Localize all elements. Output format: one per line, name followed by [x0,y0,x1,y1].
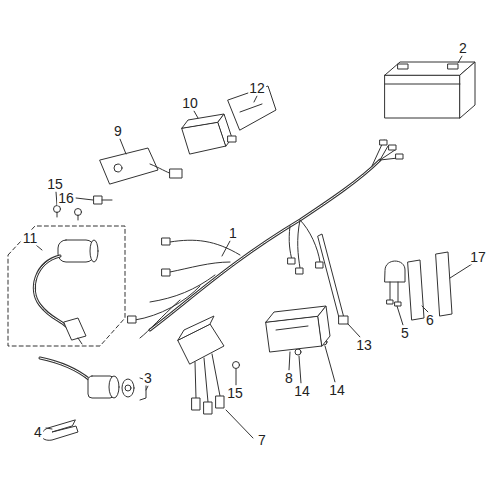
callout-number: 11 [22,231,39,246]
callout-number: 17 [469,250,487,265]
callout-number: 2 [458,41,468,56]
battery [385,62,475,118]
regulator [178,316,224,414]
callout-number: 4 [33,425,43,440]
callout-number: 10 [181,96,199,111]
callout-number: 12 [248,81,266,96]
mount-bracket [100,148,182,184]
connectors [128,140,403,323]
ignition-coil [8,226,125,346]
retaining-clip [42,420,78,440]
ignition-switch [40,358,146,400]
leader-lines [36,56,472,438]
indicator-lamp [385,261,405,306]
strap [408,260,424,320]
callout-number: 3 [143,371,153,386]
relay [182,114,236,154]
callout-number: 13 [355,338,373,353]
callout-number: 14 [293,384,311,399]
callout-number: 7 [257,433,267,448]
callout-number: 14 [328,383,346,398]
strap [436,252,452,316]
callout-number: 5 [400,326,410,341]
callout-number: 9 [113,124,123,139]
callout-number: 16 [57,191,75,206]
cdi-unit [266,306,330,352]
wiring-harness [135,140,398,338]
bolt [94,196,112,204]
callout-number: 6 [425,313,435,328]
callout-number: 15 [226,386,244,401]
callout-number: 1 [228,226,238,241]
callout-number: 15 [46,177,64,192]
